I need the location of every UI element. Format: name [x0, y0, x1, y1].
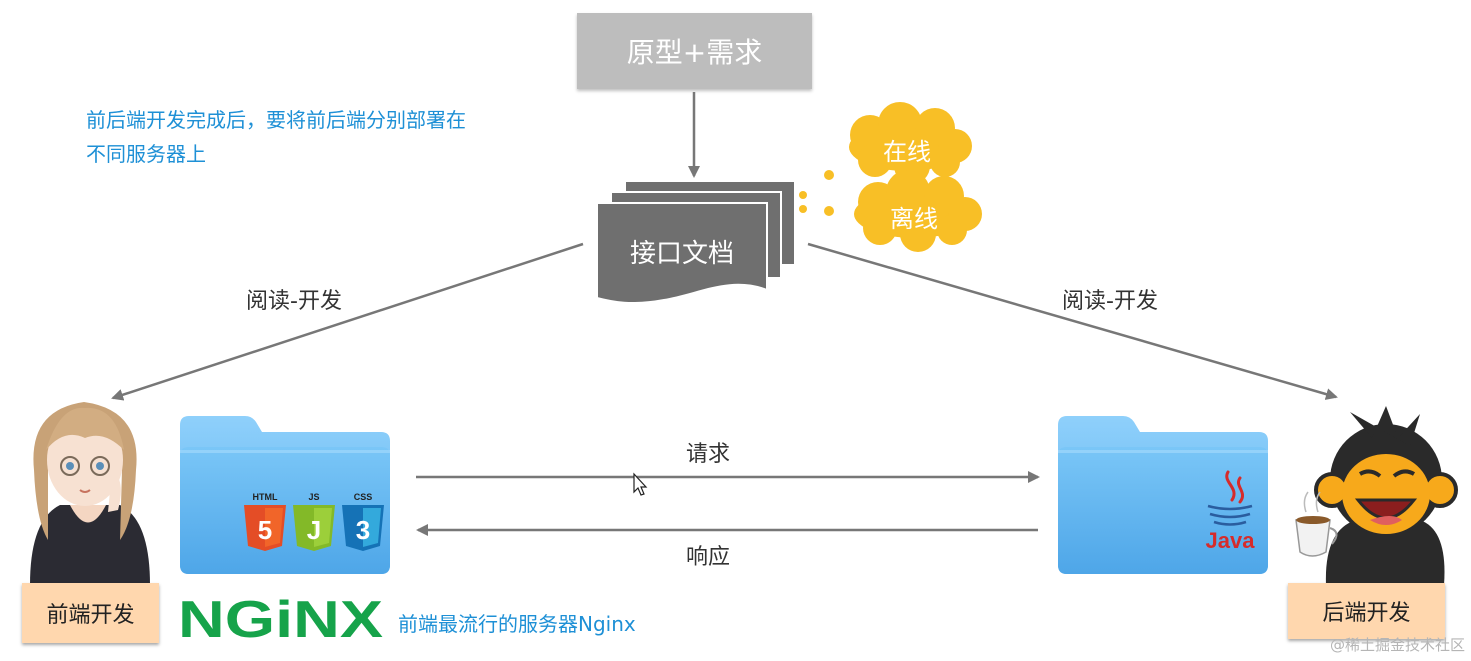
api-doc-label: 接口文档	[629, 239, 734, 269]
arrow-doc-to-backend	[807, 242, 1338, 400]
css3-icon	[342, 505, 384, 551]
frontend-developer-avatar	[30, 402, 150, 585]
cloud-dot	[799, 191, 807, 199]
cloud-dot	[824, 206, 834, 216]
read-develop-label-right: 阅读-开发	[1062, 289, 1158, 314]
request-label: 请求	[686, 442, 731, 467]
watermark: @稀土掘金技术社区	[1329, 636, 1465, 654]
read-develop-label-left: 阅读-开发	[246, 289, 342, 314]
nginx-logo: NGiNX	[178, 591, 383, 649]
cloud-dot	[824, 170, 834, 180]
java-cup-icon	[1207, 504, 1253, 526]
cloud-dot	[799, 205, 807, 213]
nginx-caption: 前端最流行的服务器Nginx	[398, 612, 636, 636]
css3-badge: 3	[356, 515, 370, 545]
backend-developer-box: 后端开发	[1288, 583, 1445, 639]
frontend-developer-label: 前端开发	[46, 603, 135, 628]
deployment-note-line1: 前后端开发完成后，要将前后端分别部署在	[86, 108, 466, 132]
js-tech-label: JS	[308, 492, 319, 502]
cloud-online-shape	[849, 102, 972, 184]
css-tech-label: CSS	[354, 492, 373, 502]
cloud-offline-shape	[854, 170, 982, 252]
cloud-offline-label: 离线	[890, 205, 938, 233]
arrow-doc-to-frontend	[111, 242, 584, 401]
api-doc-stack	[596, 180, 796, 305]
deployment-note: 前后端开发完成后，要将前后端分别部署在 不同服务器上	[86, 103, 546, 171]
html5-badge: 5	[258, 515, 272, 545]
deployment-note-line2: 不同服务器上	[86, 142, 206, 166]
html-tech-label: HTML	[253, 492, 278, 502]
backend-developer-label: 后端开发	[1322, 601, 1411, 626]
js-badge: J	[307, 515, 321, 545]
mouse-cursor-icon	[633, 472, 648, 496]
js-icon	[293, 505, 335, 551]
prototype-requirements-box: 原型+需求	[577, 13, 812, 89]
backend-developer-avatar	[1295, 406, 1458, 585]
java-label: Java	[1206, 528, 1256, 553]
prototype-requirements-label: 原型+需求	[626, 36, 763, 69]
backend-folder-icon	[1058, 416, 1268, 574]
java-logo-icon	[1225, 470, 1245, 504]
html5-icon	[244, 505, 286, 551]
cloud-online-label: 在线	[883, 138, 931, 166]
response-label: 响应	[686, 545, 731, 570]
frontend-developer-box: 前端开发	[22, 583, 159, 643]
